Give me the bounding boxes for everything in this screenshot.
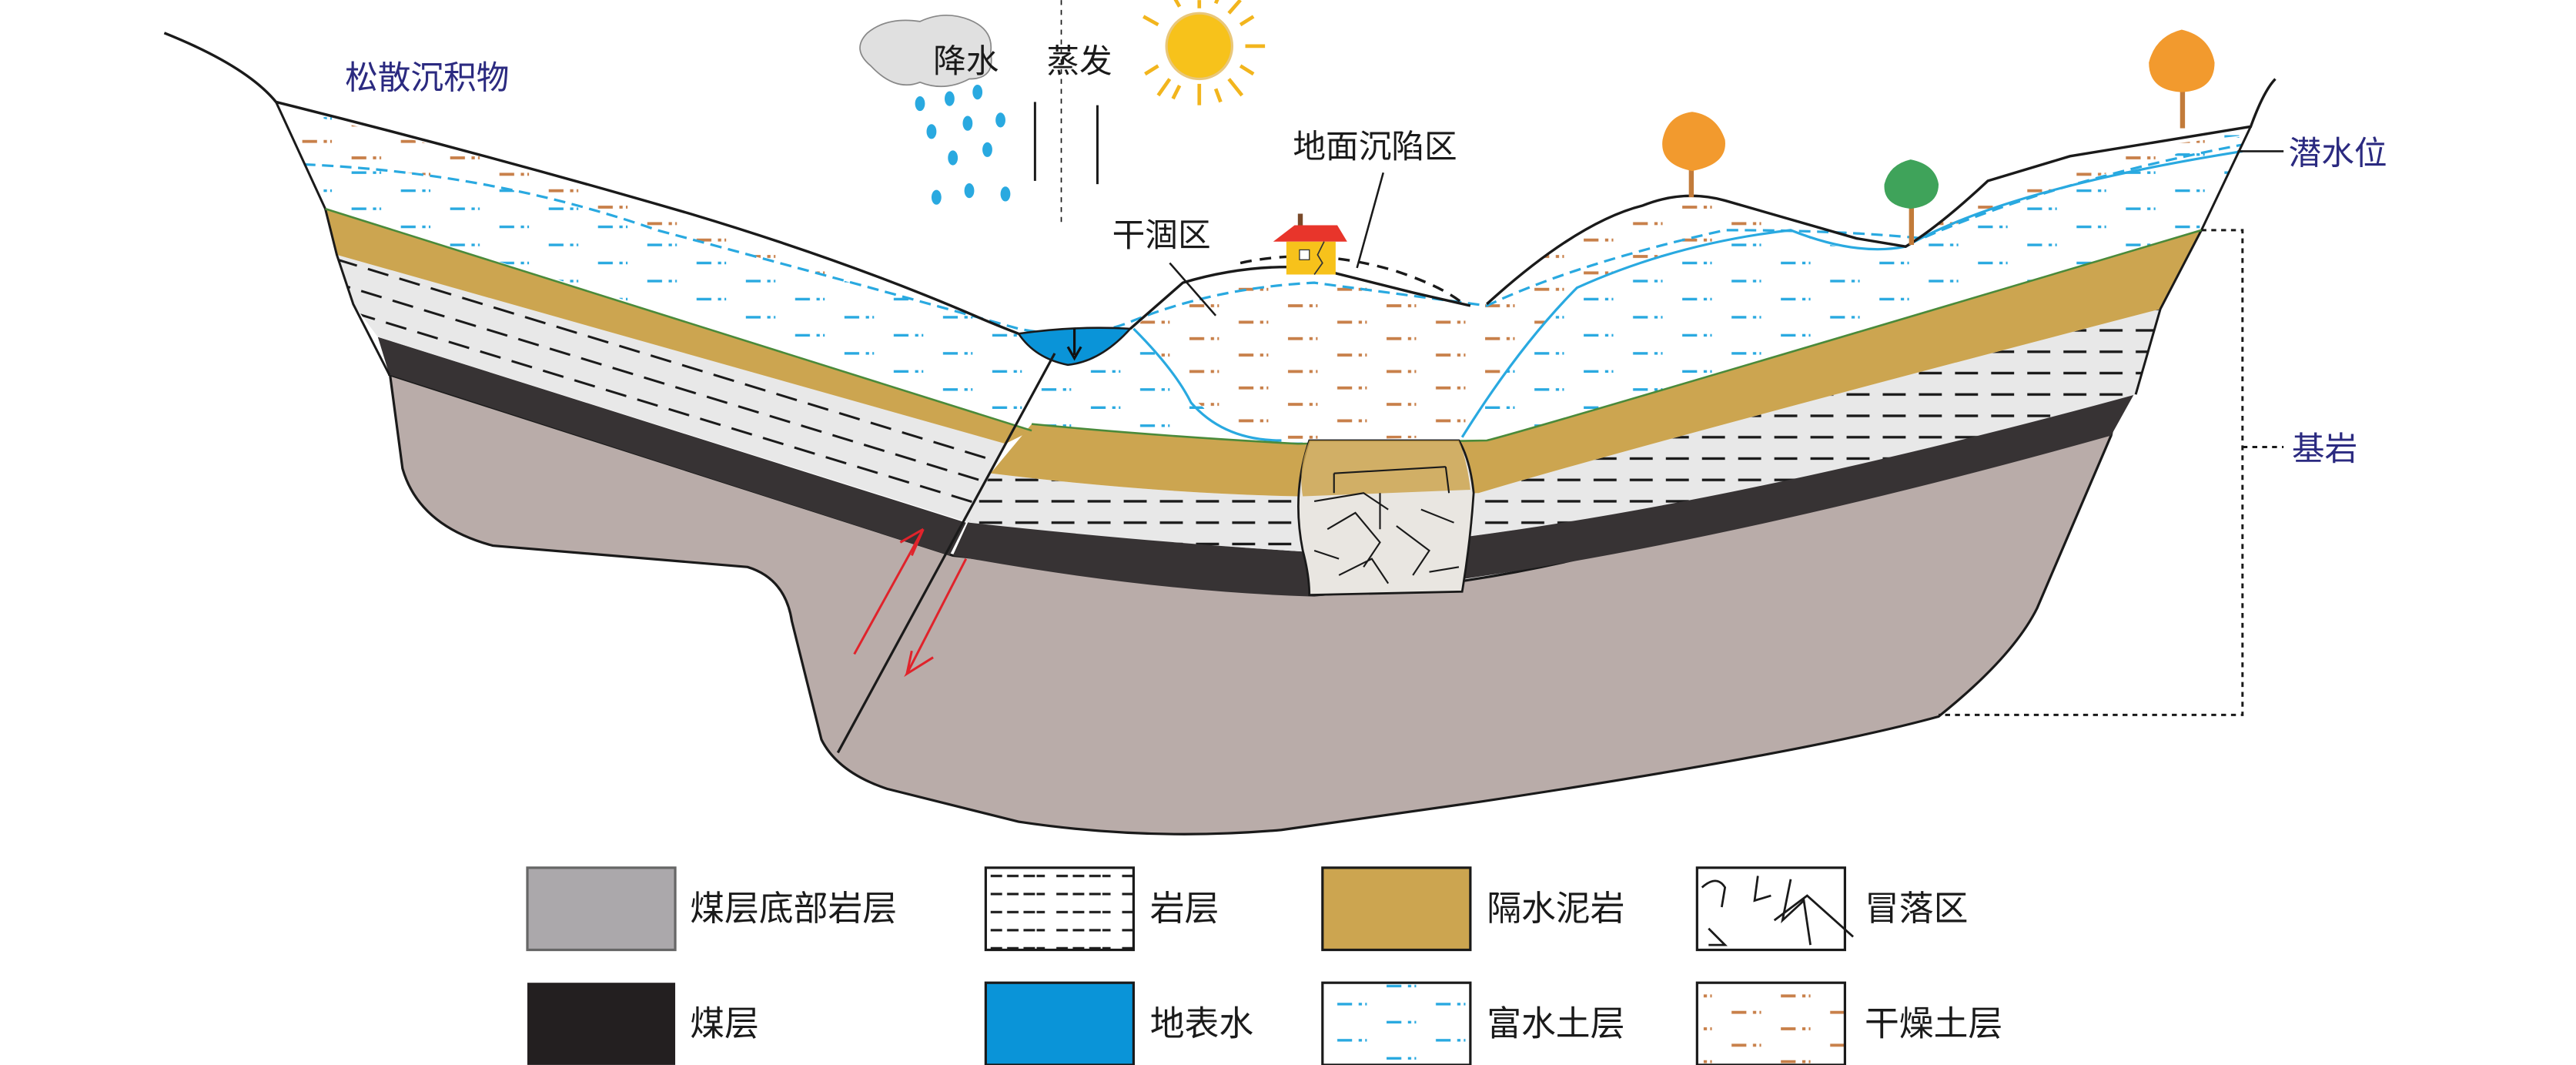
legend-label: 地表水 (1150, 1003, 1253, 1043)
water-table-label: 潜水位 (2289, 135, 2387, 173)
fault-down-arrow-icon (904, 558, 968, 678)
legend-label: 冒落区 (1865, 888, 1968, 929)
legend-label: 隔水泥岩 (1487, 888, 1624, 929)
legend-swatch-base-rock (526, 866, 677, 952)
tree-icon (2149, 29, 2215, 129)
bedrock-label: 基岩 (2292, 430, 2357, 469)
precipitation-label: 降水 (933, 42, 999, 81)
legend-swatch-wet-soil (1321, 981, 1472, 1065)
legend-label: 岩层 (1150, 888, 1219, 929)
cloud-icon (859, 14, 992, 88)
fault-line (836, 353, 1056, 754)
legend-label: 煤层 (690, 1003, 759, 1043)
dry-soil-left (279, 108, 986, 321)
legend-swatch-coal (527, 983, 676, 1065)
legend-swatch-dry-soil (1695, 981, 1847, 1065)
coal-layer-left (377, 337, 966, 556)
coal-layer-right (952, 390, 2136, 597)
tree-icon (1662, 112, 1725, 198)
mudstone-top-line (325, 207, 2202, 445)
legend-swatch-rock (984, 866, 1136, 952)
water-table-solid (1132, 149, 2243, 442)
legend-label: 富水土层 (1487, 1003, 1624, 1043)
dry-soil-center (1133, 135, 2248, 440)
rain-drops-icon (915, 85, 1011, 205)
dried-zone-leader (1169, 262, 1217, 316)
legend: 煤层底部岩层 岩层 隔水泥岩 冒落区 煤层 地表水 富水土层 干燥土层 (526, 866, 2002, 1065)
down-arrow-icon (1066, 328, 1082, 361)
subsidence-zone-label: 地面沉陷区 (1293, 128, 1457, 166)
legend-swatch-mudstone (1321, 866, 1472, 952)
legend-label: 干燥土层 (1865, 1003, 2002, 1043)
evaporation-label: 蒸发 (1046, 42, 1112, 81)
tree-icon (1884, 159, 1939, 246)
mudstone-layer-left (325, 209, 1032, 444)
legend-label: 煤层底部岩层 (690, 888, 897, 929)
legend-swatch-caving (1695, 866, 1854, 952)
dried-zone-label: 干涸区 (1112, 216, 1211, 255)
house-icon (1273, 213, 1347, 275)
loose-sediment-label: 松散沉积物 (345, 59, 509, 97)
rock-layer-left (336, 254, 1005, 523)
rock-layer-right (969, 309, 2161, 553)
legend-swatch-surface-water (984, 981, 1136, 1065)
fault-up-arrow-icon (853, 527, 925, 655)
bedrock-bracket (1939, 229, 2284, 716)
subsidence-leader (1356, 172, 1385, 269)
subsidence-dashed-line (1239, 255, 1467, 307)
sun-icon (1142, 0, 1266, 105)
outer-rim-line (275, 101, 2252, 395)
precipitation-leader (1033, 102, 1099, 185)
caving-zone (1297, 439, 1475, 597)
mudstone-layer-right (990, 229, 2202, 497)
water-table-dashed (303, 143, 2243, 335)
